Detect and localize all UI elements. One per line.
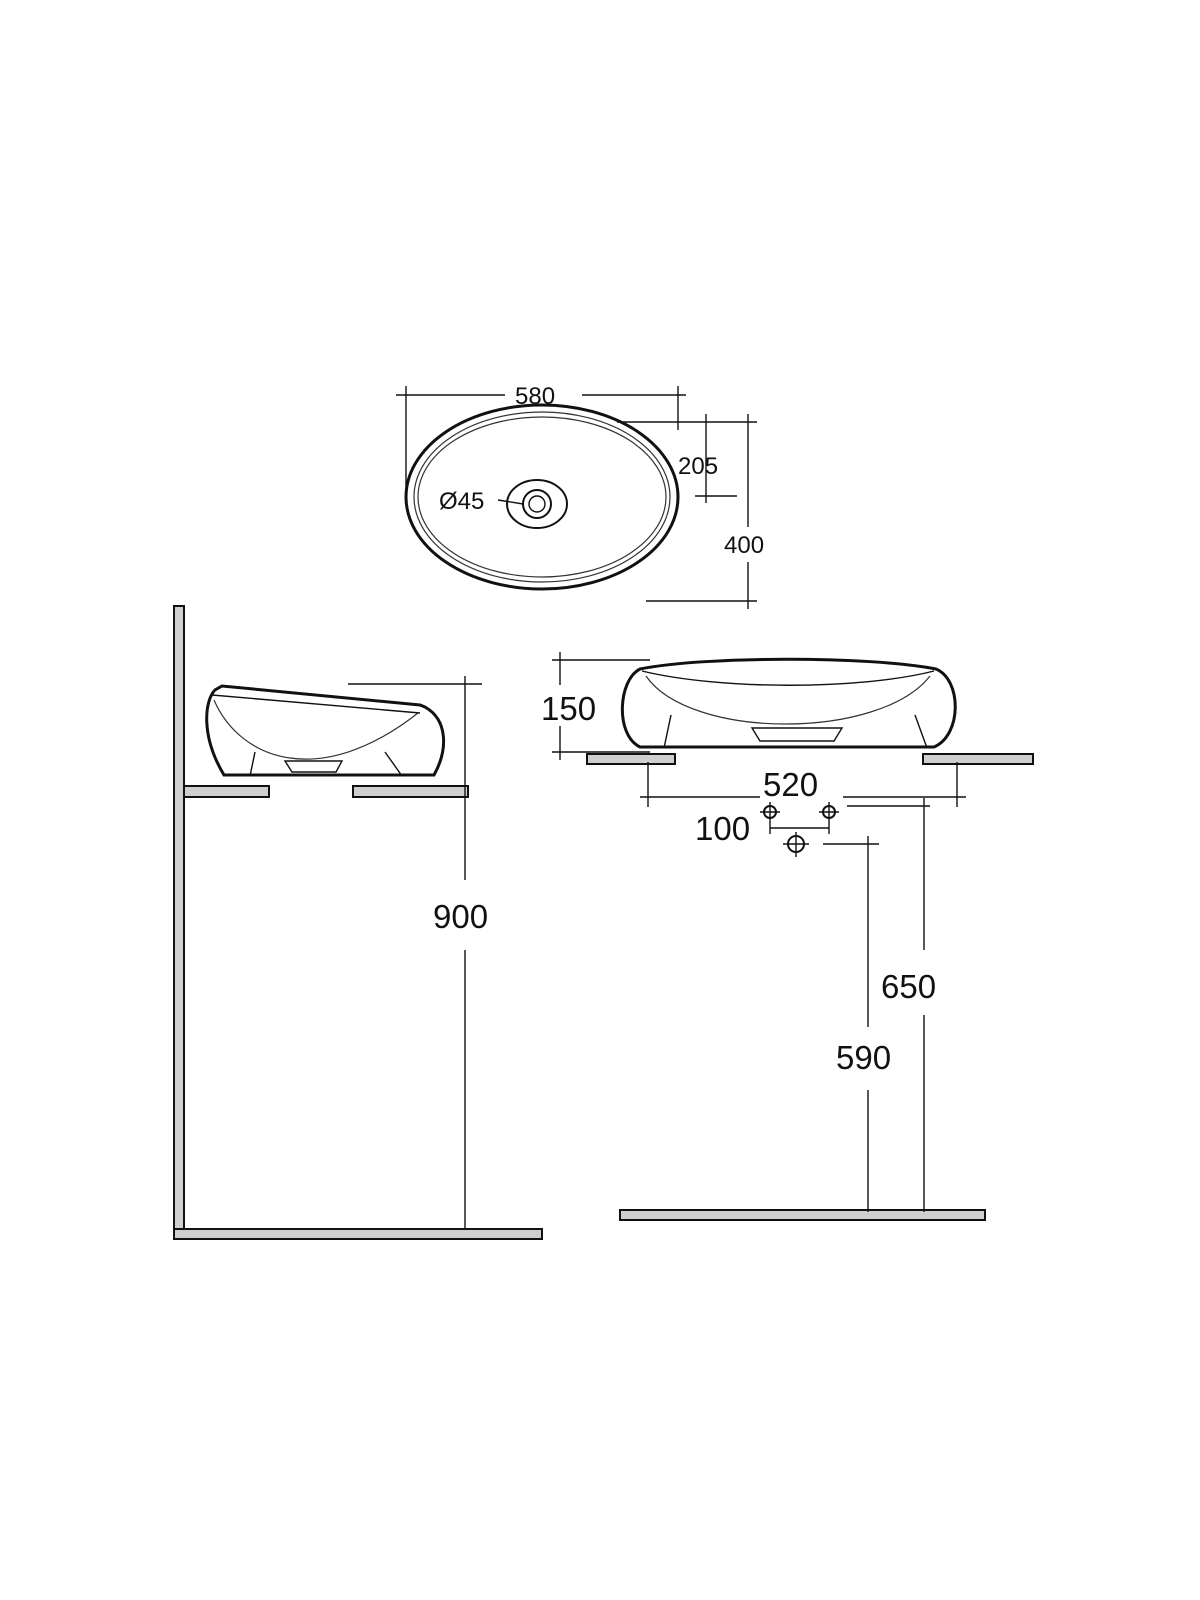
basin-bowl-edge (417, 416, 667, 578)
waste-diameter-label: Ø45 (439, 488, 484, 515)
height-label: 900 (433, 898, 488, 935)
basin-front-profile (620, 657, 957, 749)
basin-side-bowl (213, 699, 419, 760)
waste-outlet-inner (528, 495, 546, 513)
tap-height-label: 650 (881, 968, 936, 1005)
side-view: 900 (173, 605, 543, 1240)
basin-front-rim (641, 670, 935, 686)
side-leg-left (249, 751, 256, 777)
front-view: 150 520 100 650 (541, 652, 1034, 1221)
front-counter-right (922, 753, 1034, 765)
waste-recess (506, 479, 568, 529)
support-spacing-label: 520 (763, 766, 818, 803)
tap-hole-right (819, 802, 839, 822)
waste-height-label: 590 (836, 1039, 891, 1076)
width-label: 580 (515, 383, 555, 410)
tap-hole-left (760, 802, 780, 822)
offset-label: 205 (678, 453, 718, 480)
waste-outlet-symbol (783, 832, 809, 857)
front-floor (619, 1209, 986, 1221)
depth-label: 400 (724, 532, 764, 559)
front-waste-fitting (750, 727, 844, 742)
tap-spacing-label: 100 (695, 810, 750, 847)
waste-leader (497, 499, 524, 505)
basin-side-profile (205, 684, 446, 777)
basin-inner-rim (413, 411, 671, 583)
side-leg-right (384, 751, 403, 777)
side-counter-right (352, 785, 469, 798)
side-waste-fitting (283, 760, 344, 773)
wall-section (173, 605, 185, 1237)
top-view: Ø45 580 205 400 (396, 383, 764, 609)
basin-front-bowl (645, 675, 931, 725)
front-leg-left (663, 714, 672, 749)
front-counter-left (586, 753, 676, 765)
basin-side-rim (211, 694, 421, 714)
side-floor (173, 1228, 543, 1240)
side-counter (183, 785, 270, 798)
front-leg-right (914, 714, 928, 749)
bowl-height-label: 150 (541, 690, 596, 727)
